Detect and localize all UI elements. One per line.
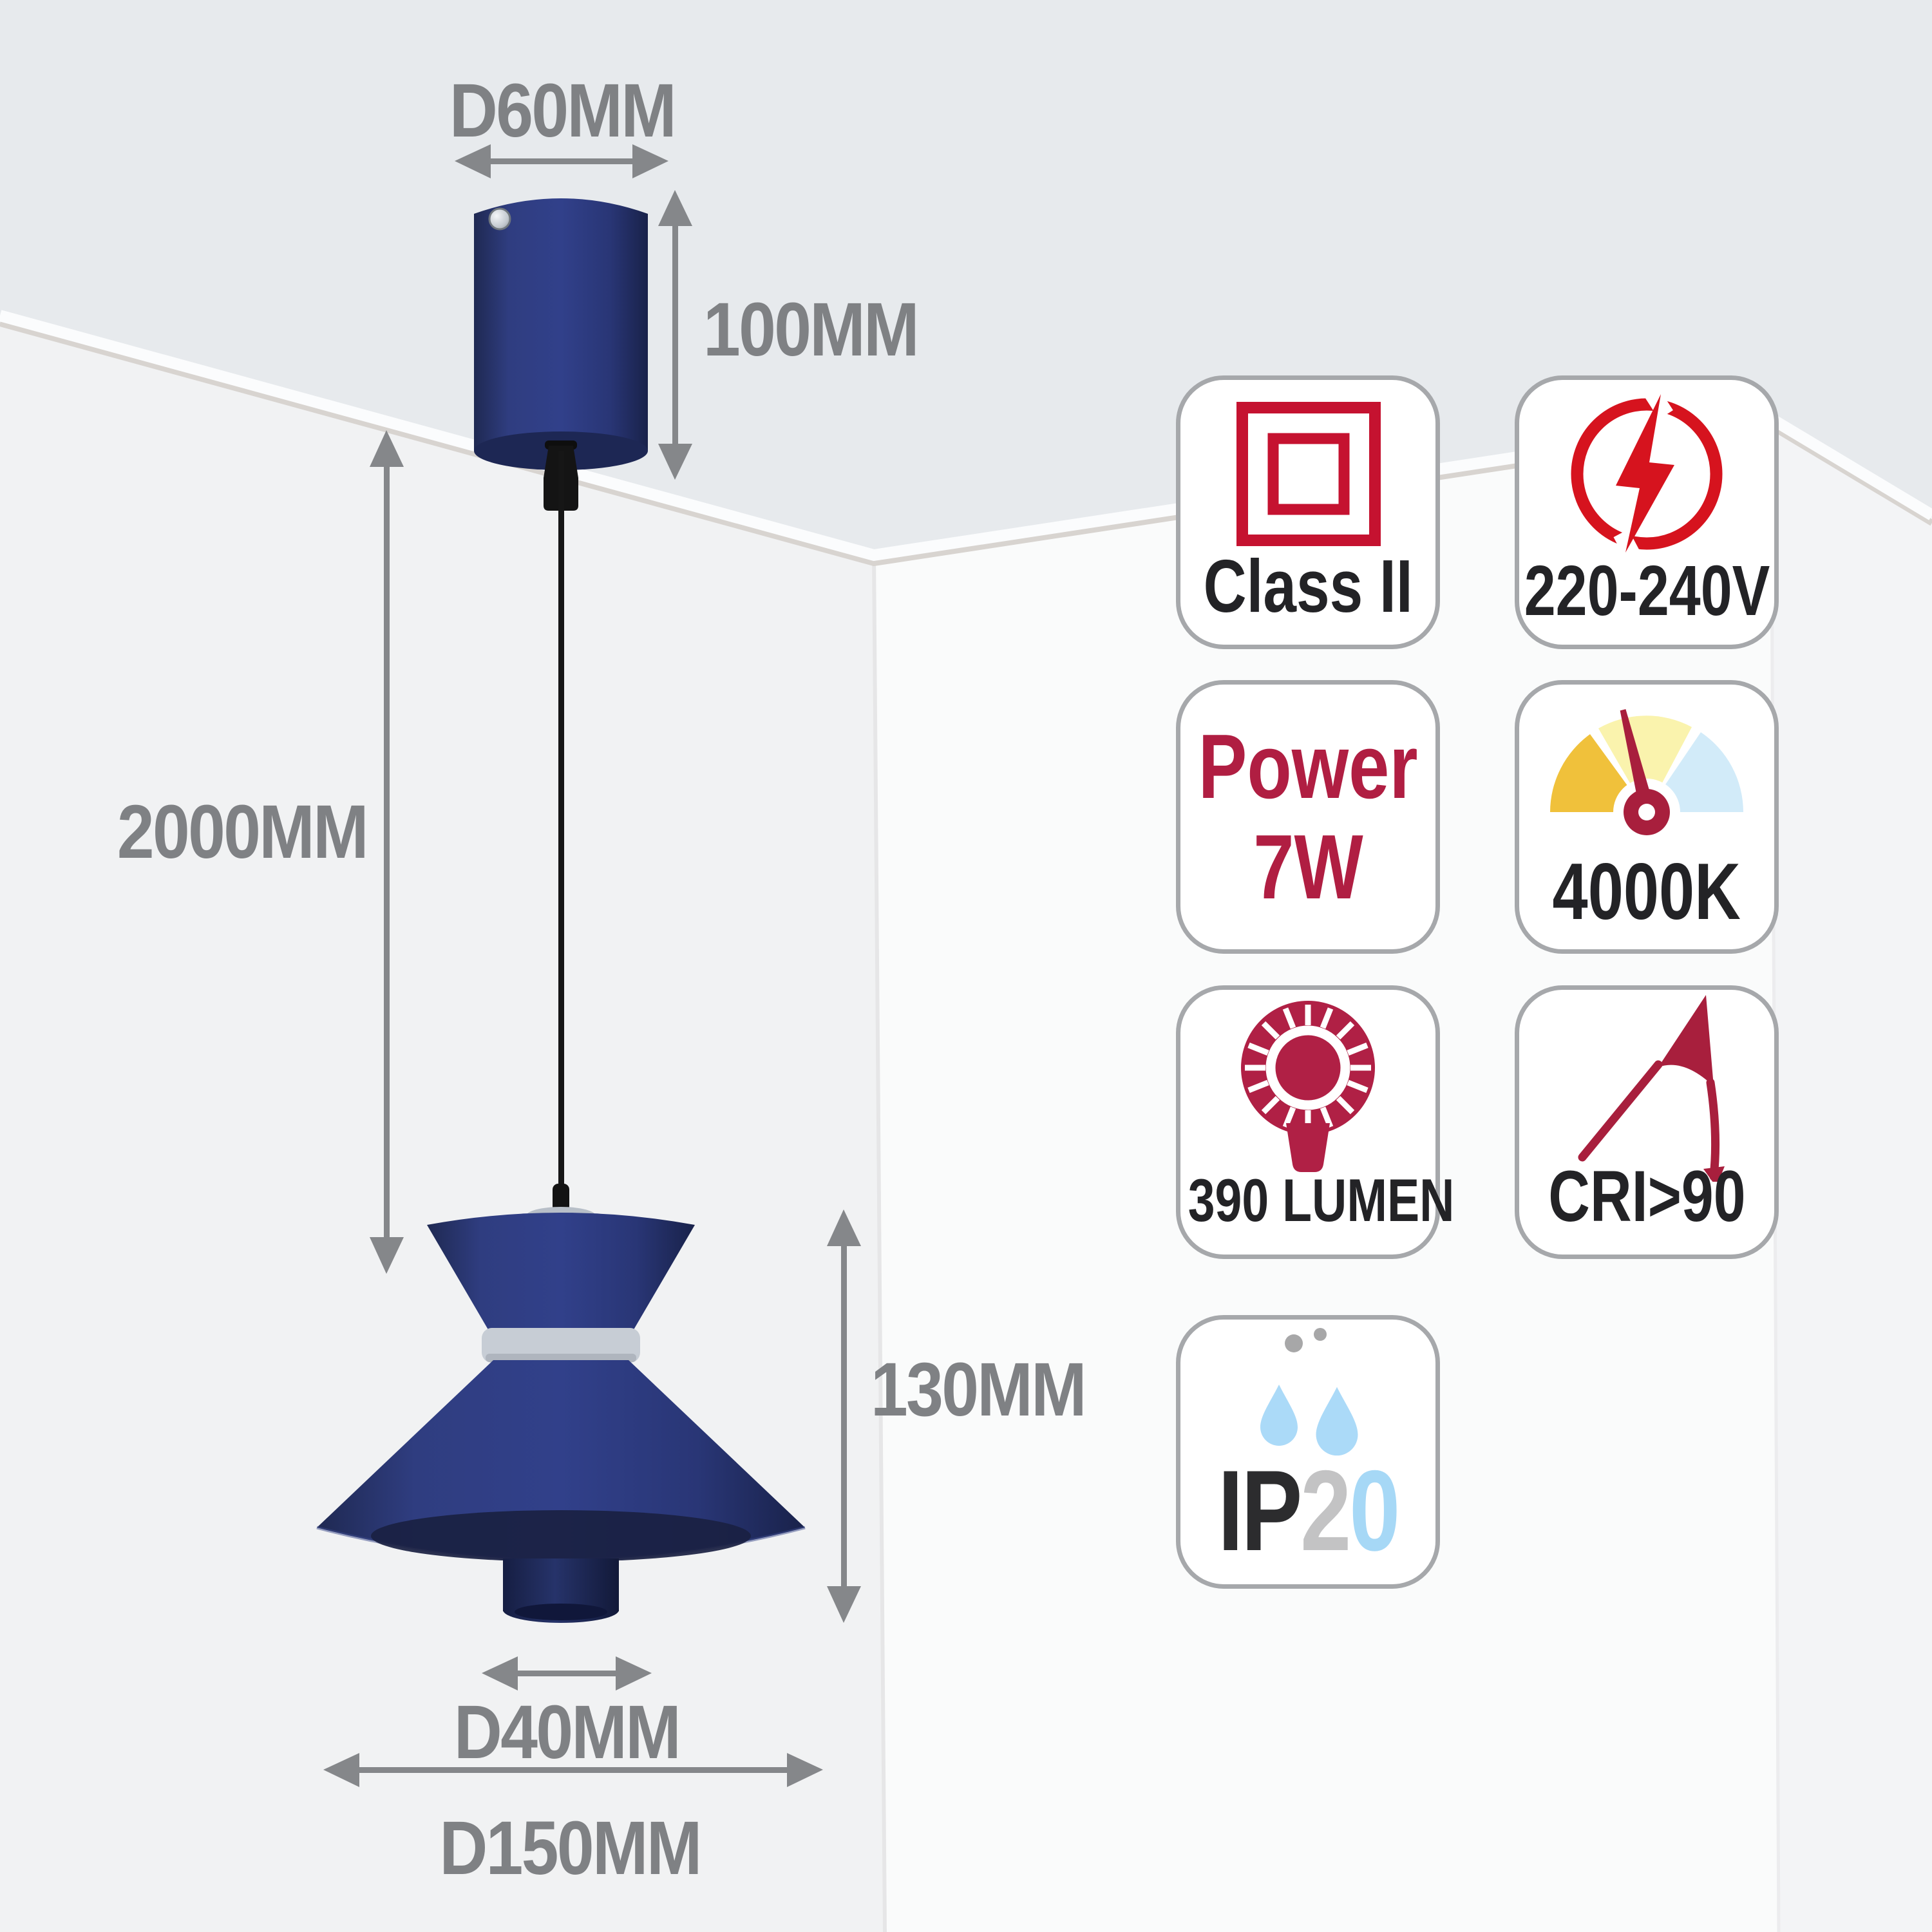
shade-ring-shadow <box>486 1354 636 1362</box>
power-wattage: 7W <box>1253 815 1363 918</box>
arrow-shaft <box>841 1243 847 1591</box>
arrow-head-right <box>787 1753 823 1787</box>
wall-left <box>0 316 885 1932</box>
badge-cri: CRI>90 <box>1515 985 1779 1259</box>
dimension-canopy-height: 100MM <box>658 190 920 480</box>
water-drops-icon <box>1180 1320 1435 1468</box>
suspension-cable <box>558 451 564 1193</box>
dimension-bottom-diameter: D40MM <box>454 1656 681 1775</box>
arrow-head-right <box>632 144 668 178</box>
dim-label-shade-height: 130MM <box>871 1347 1085 1432</box>
arrow-head-top <box>658 190 692 226</box>
color-temperature-gauge-icon <box>1519 685 1774 875</box>
badge-power: Power 7W <box>1176 680 1440 954</box>
badge-color-temperature: 4000K <box>1515 680 1779 954</box>
power-word: Power <box>1198 715 1418 819</box>
arrow-head-bottom <box>658 444 692 480</box>
power-text: Power 7W <box>1180 685 1435 949</box>
badge-insulation-class: Class II <box>1176 375 1440 649</box>
dimension-shade-diameter: D150MM <box>323 1753 823 1890</box>
dimension-cable-length: 2000MM <box>117 430 404 1274</box>
shade-main-cone <box>317 1360 805 1560</box>
dim-label-canopy-diameter: D60MM <box>450 68 675 153</box>
canopy <box>474 198 648 470</box>
wall-right <box>1771 419 1932 1932</box>
cri-arrow-flag-icon <box>1519 990 1774 1182</box>
cri-label: CRI>90 <box>1548 1156 1746 1236</box>
lightning-bolt-icon <box>1519 380 1774 570</box>
shade-cable-connector <box>553 1184 569 1212</box>
arrow-shaft <box>384 464 390 1240</box>
canopy-screw <box>488 207 511 231</box>
class-ii-double-square-icon <box>1180 380 1435 570</box>
dimension-canopy-diameter: D60MM <box>450 68 677 178</box>
arrow-shaft <box>484 158 639 164</box>
arrow-head-left <box>455 144 491 178</box>
bottom-light-opening <box>515 1604 607 1620</box>
arrow-shaft <box>672 222 678 448</box>
arrow-head-bottom <box>370 1237 404 1274</box>
arrow-shaft <box>355 1767 791 1773</box>
dimension-annotations: D60MM 100MM 2000MM 130MM D40MM <box>117 68 1087 1891</box>
canopy-body <box>474 198 648 451</box>
badge-luminous-flux: 390 LUMEN <box>1176 985 1454 1259</box>
badge-voltage: 220-240V <box>1515 375 1779 649</box>
arrow-head-bottom <box>827 1586 861 1623</box>
arrow-head-left <box>482 1656 518 1690</box>
ip-rating-label: IP20 <box>1217 1446 1400 1575</box>
voltage-label: 220-240V <box>1524 551 1770 630</box>
color-temperature-label: 4000K <box>1552 848 1741 936</box>
insulation-class-label: Class II <box>1203 544 1413 628</box>
arrow-head-top <box>827 1209 861 1246</box>
wall-corner-line-left <box>872 554 887 1932</box>
dimension-shade-height: 130MM <box>827 1209 1087 1623</box>
badge-ip-rating: IP20 <box>1176 1315 1440 1589</box>
pendant-lamp <box>316 198 806 1623</box>
arrow-head-right <box>616 1656 652 1690</box>
shade-top-cone <box>427 1213 695 1332</box>
arrow-shaft <box>514 1671 620 1676</box>
dim-label-bottom-diameter: D40MM <box>454 1689 679 1775</box>
shade-inner-shadow <box>371 1510 751 1562</box>
arrow-head-top <box>370 430 404 467</box>
lamp-shade <box>316 1184 806 1623</box>
dim-label-canopy-height: 100MM <box>703 287 918 372</box>
arrow-head-left <box>323 1753 359 1787</box>
dim-label-shade-diameter: D150MM <box>439 1805 700 1891</box>
glowing-bulb-icon <box>1180 990 1435 1180</box>
dim-label-cable-length: 2000MM <box>117 789 367 875</box>
luminous-flux-label: 390 LUMEN <box>1188 1166 1455 1234</box>
